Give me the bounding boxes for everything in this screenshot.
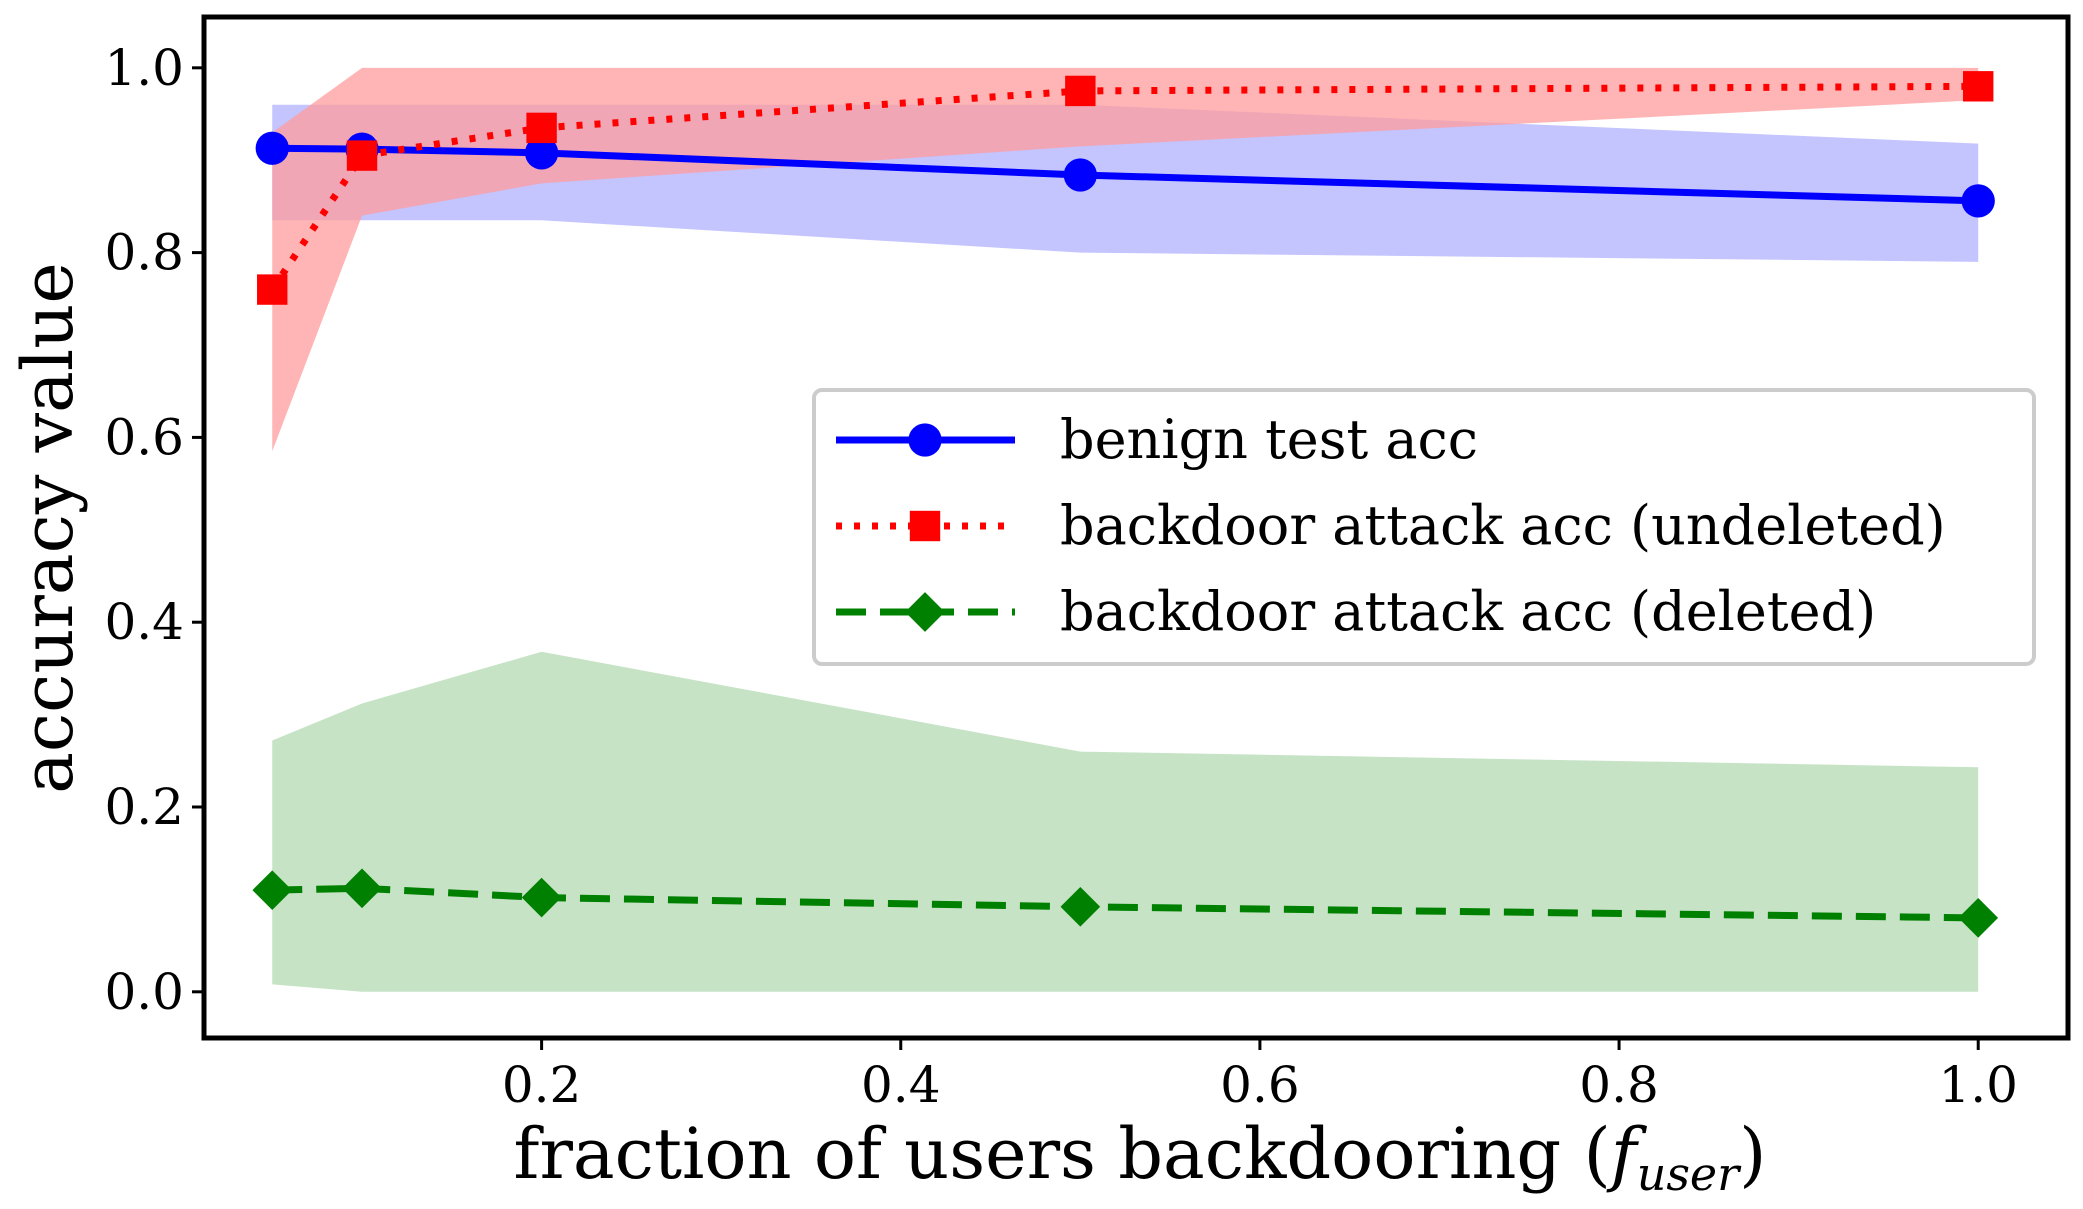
legend-box [812, 388, 2036, 666]
series-3-point [252, 870, 293, 911]
series-2-point [1963, 71, 1994, 102]
legend-marker [905, 592, 945, 632]
confidence-bands [272, 67, 1979, 992]
x-axis-title: fraction of users backdooring (fuser) [514, 1113, 1767, 1201]
series-1-point [1063, 158, 1097, 192]
legend-marker [909, 510, 941, 542]
x-axis-ticks: 0.2 0.4 0.6 0.8 1.0 [502, 1038, 2018, 1114]
x-tick-label: 0.8 [1579, 1056, 1659, 1114]
series-1-point [1961, 184, 1995, 218]
series-2-point [346, 140, 378, 171]
series-2-band [272, 67, 1979, 452]
y-axis-title: accuracy value [7, 262, 89, 794]
y-tick-label: 0.0 [104, 963, 184, 1021]
plot-frame [201, 14, 2071, 1041]
series-2-point [1065, 75, 1096, 107]
legend-marker [908, 423, 942, 457]
x-tick-label: 0.6 [1220, 1056, 1300, 1114]
y-tick-label: 0.8 [104, 224, 184, 282]
x-tick-label: 1.0 [1938, 1056, 2018, 1114]
series-2-point [257, 274, 288, 305]
legend-entry: benign test acc [836, 408, 1478, 471]
legend-label: backdoor attack acc (deleted) [1060, 580, 1876, 643]
legend-entry: backdoor attack acc (undeleted) [836, 494, 1946, 557]
x-tick-label: 0.2 [502, 1056, 582, 1114]
series-3-point [342, 868, 382, 909]
series-3-point [1958, 898, 1999, 938]
series-3-point [521, 877, 562, 918]
legend: benign test acc backdoor attack acc (unde… [812, 388, 2036, 666]
legend-entry: backdoor attack acc (deleted) [836, 580, 1876, 643]
y-tick-label: 0.6 [104, 408, 184, 466]
series-2-point [526, 112, 557, 144]
legend-label: backdoor attack acc (undeleted) [1060, 494, 1946, 557]
series-3-point [1060, 886, 1101, 927]
series-1-point [524, 136, 559, 170]
series-markers [252, 71, 1999, 938]
y-tick-label: 1.0 [104, 39, 184, 97]
y-tick-label: 0.2 [104, 778, 184, 836]
series-1-point [255, 131, 289, 165]
y-axis-ticks: 0.0 0.2 0.4 0.6 0.8 1.0 [104, 39, 204, 1021]
x-tick-label: 0.4 [861, 1056, 941, 1114]
series-3-band [272, 651, 1979, 992]
legend-label: benign test acc [1060, 408, 1478, 471]
y-tick-label: 0.4 [104, 593, 184, 651]
